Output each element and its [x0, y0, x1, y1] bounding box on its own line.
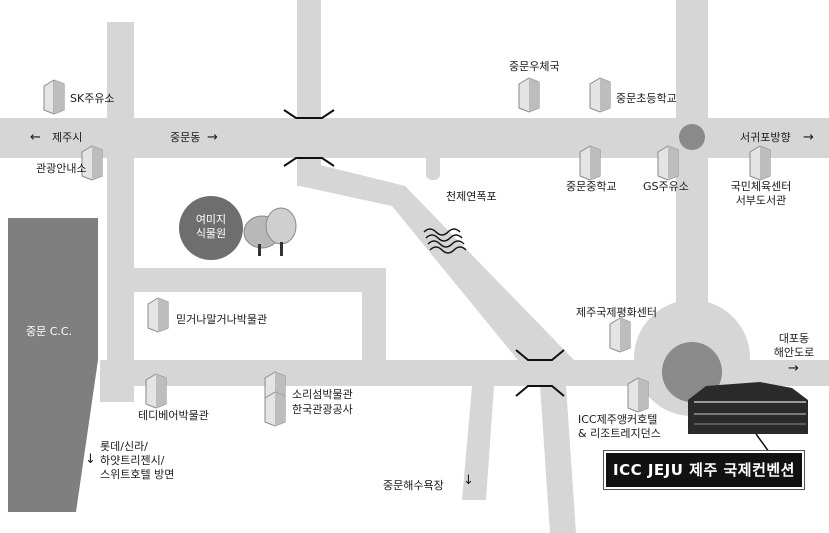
label-elementary-school: 중문초등학교 [616, 92, 677, 105]
building-icon [145, 373, 167, 409]
left-road [107, 22, 134, 362]
label-cheonjeyeon: 천제연폭포 [446, 190, 497, 203]
building-icon [147, 297, 169, 333]
label-seogwipo: 서귀포방향 [740, 131, 791, 144]
arrow-left-icon: ← [30, 130, 41, 145]
right-road [676, 0, 708, 340]
label-tourism-org: 한국관광공사 [292, 403, 353, 416]
label-hotels: 롯데/신라/ 하얏트리젠시/ 스위트호텔 방면 [100, 440, 175, 481]
building-icon [627, 377, 649, 413]
label-tourist-info: 관광안내소 [36, 162, 87, 175]
label-beach: 중문해수욕장 [383, 479, 444, 492]
label-daepo: 대포동 해안도로 [773, 332, 815, 359]
diagonal-road [300, 160, 574, 370]
stub-road [426, 150, 440, 180]
golf-course [8, 218, 98, 512]
building-icon [589, 77, 611, 113]
arrow-right-icon: → [207, 130, 218, 145]
arrow-down-icon: ↓ [85, 452, 96, 467]
label-sk-gas: SK주유소 [70, 92, 115, 105]
upper-road [297, 0, 321, 186]
label-jeju-city: 제주시 [52, 131, 83, 144]
waterfall-icon [423, 228, 467, 254]
label-post-office: 중문우체국 [509, 60, 560, 73]
arrow-right-icon: → [803, 130, 814, 145]
left-lower-road [100, 362, 134, 402]
label-golf: 중문 C.C. [26, 325, 73, 338]
building-icon [264, 391, 286, 427]
middle-road [134, 268, 386, 292]
label-beliefs-museum: 믿거나말거나박물관 [176, 313, 268, 326]
label-sports-center: 국민체육센터 서부도서관 [730, 180, 792, 207]
label-middle-school: 중문중학교 [566, 180, 617, 193]
beach-road [462, 386, 494, 500]
small-roundabout [679, 124, 705, 150]
building-icon [81, 145, 103, 181]
label-yeomiji: 여미지 식물원 [195, 213, 227, 240]
bridge-icon [283, 109, 565, 397]
building-icon [579, 145, 601, 181]
arrow-right-icon: → [788, 361, 799, 376]
tree-icon [243, 207, 297, 256]
label-jungmun-dong: 중문동 [170, 131, 201, 144]
yeomiji-garden [179, 196, 243, 260]
building-icon [43, 79, 65, 115]
south-road [540, 386, 576, 533]
building-icon [609, 317, 631, 353]
label-gs-gas: GS주유소 [643, 180, 689, 193]
arrow-down-icon: ↓ [463, 473, 474, 488]
label-peace-center: 제주국제평화센터 [576, 306, 657, 319]
label-icc-hotel: ICC제주앵커호텔 & 리조트레지던스 [578, 413, 661, 440]
building-icon [518, 77, 540, 113]
building-icon [749, 145, 771, 181]
label-teddy-museum: 테디베어박물관 [138, 409, 209, 422]
connector-road [362, 268, 386, 360]
icc-jeju-banner: ICC JEJU 제주 국제컨벤션센터 [604, 451, 804, 513]
building-icons [43, 77, 771, 427]
label-sound-museum: 소리섬박물관 [292, 388, 353, 401]
building-icon [657, 145, 679, 181]
convention-center-icon [688, 382, 808, 457]
